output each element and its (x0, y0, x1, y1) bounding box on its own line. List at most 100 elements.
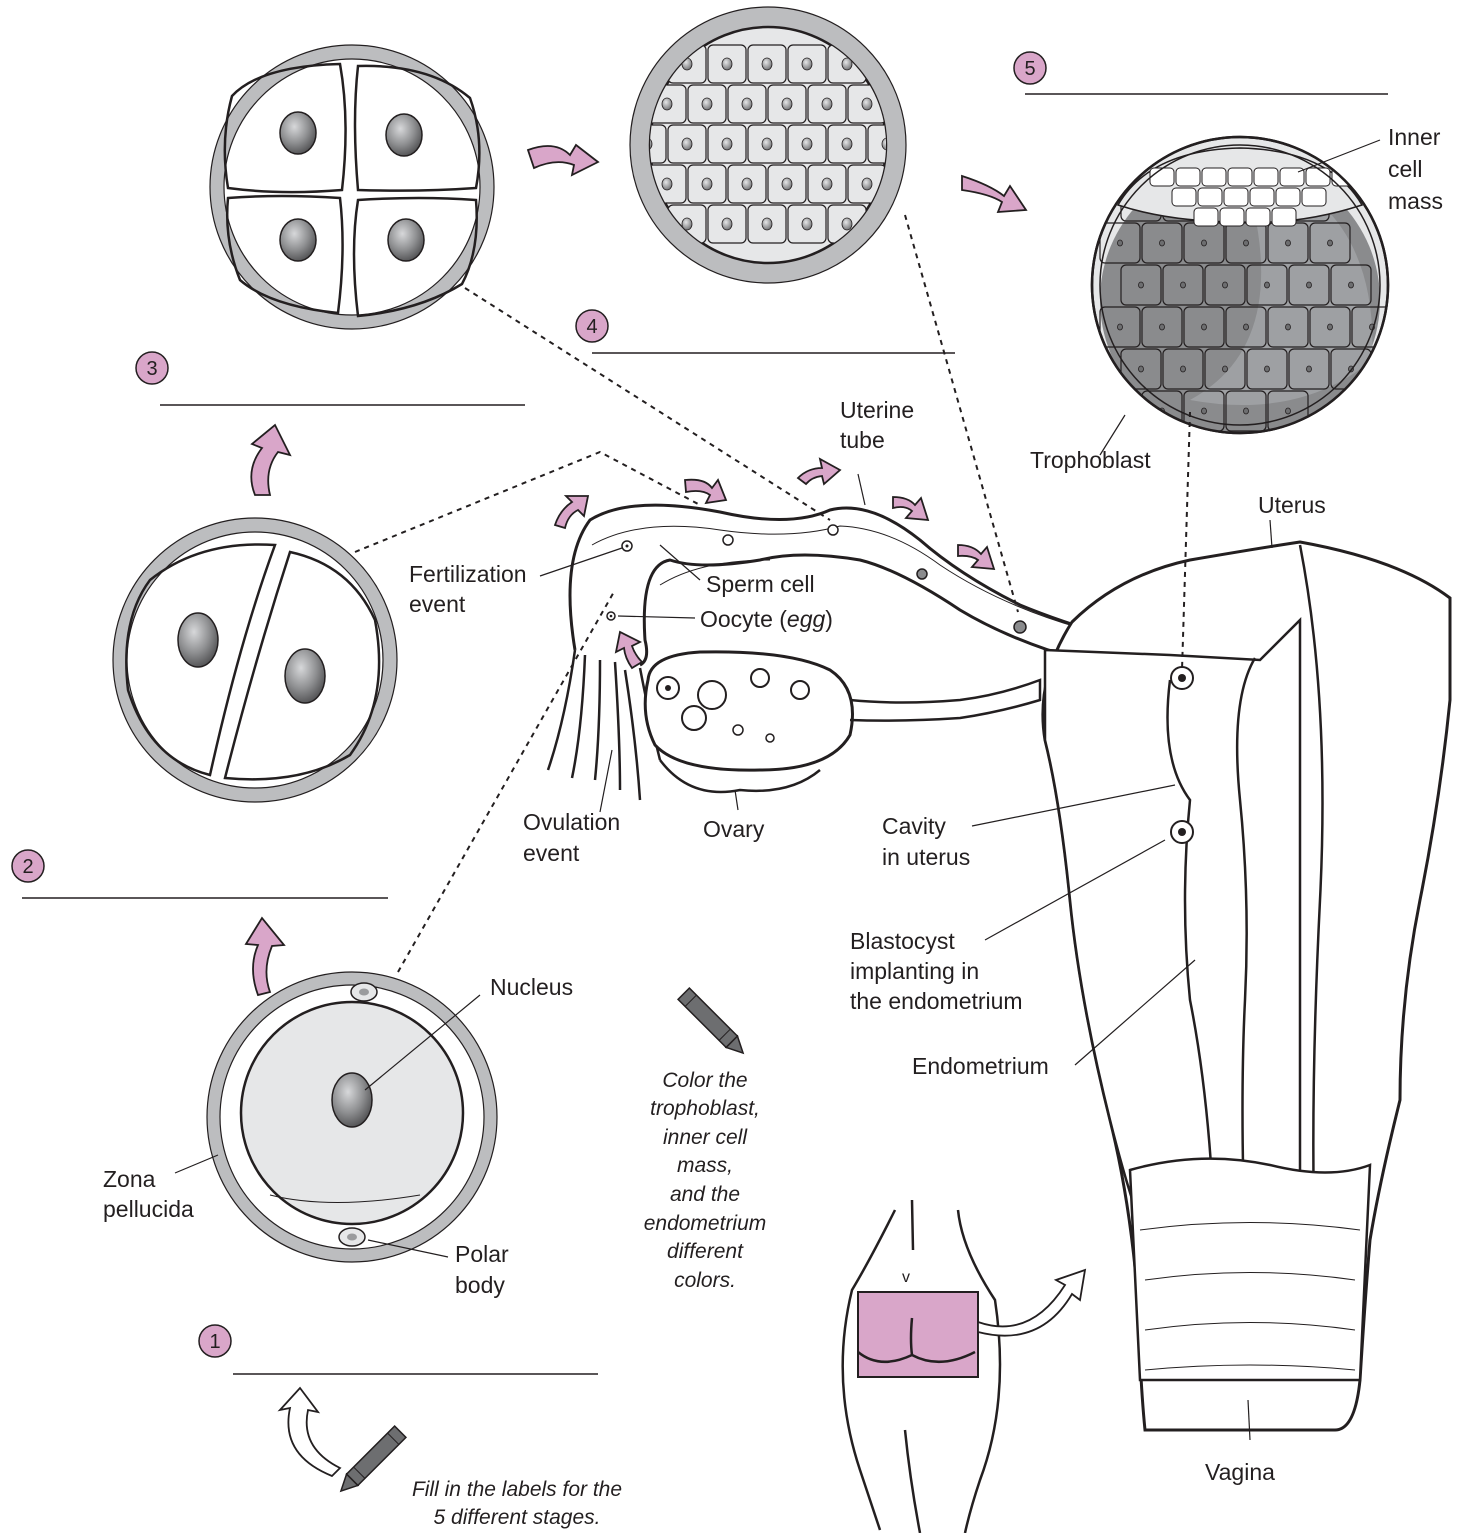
trophoblast-cell-nucleus (1223, 366, 1228, 372)
zygote (207, 972, 497, 1262)
uterus-label: Uterus (1258, 492, 1326, 518)
svg-text:Uterine: Uterine (840, 397, 914, 423)
inner-cell-mass-cell (1276, 188, 1300, 206)
cavity-label: Cavity in uterus (882, 813, 970, 870)
stage-1-marker: 1 (199, 1325, 598, 1374)
morula-cell-nucleus (802, 218, 812, 230)
body-silhouette: v (843, 1200, 1085, 1533)
inner-cell-mass-cell (1198, 188, 1222, 206)
trophoblast-cell-nucleus (1181, 366, 1186, 372)
svg-text:different: different (667, 1240, 744, 1263)
trophoblast-cell-nucleus (1160, 324, 1165, 330)
morula-cell-nucleus (722, 218, 732, 230)
trophoblast-cell-nucleus (1139, 366, 1144, 372)
pelvis-highlight (858, 1292, 978, 1377)
inner-cell-mass-cell (1150, 168, 1174, 186)
trophoblast-cell-nucleus (1202, 324, 1207, 330)
morula-cell-nucleus (662, 178, 672, 190)
morula-cell-nucleus (742, 178, 752, 190)
trophoblast-cell-nucleus (1328, 324, 1333, 330)
svg-text:cell: cell (1388, 156, 1423, 182)
svg-text:tube: tube (840, 427, 885, 453)
svg-text:body: body (455, 1272, 505, 1298)
nucleus-label: Nucleus (490, 974, 573, 1000)
svg-text:Color the: Color the (662, 1069, 747, 1092)
morula-cell-nucleus (702, 98, 712, 110)
four-cell-embryo (210, 45, 494, 329)
morula-cell-nucleus (722, 138, 732, 150)
svg-text:Blastocyst: Blastocyst (850, 928, 955, 954)
blastocyst-implanting-label: Blastocyst implanting in the endometrium (850, 928, 1023, 1014)
svg-text:and the: and the (670, 1183, 740, 1206)
curved-arrow-icon (962, 176, 1026, 212)
morula-cell-nucleus (862, 178, 872, 190)
inner-cell-mass-cell (1254, 168, 1278, 186)
blastocyst (1092, 137, 1392, 440)
inner-cell-mass-cell (1228, 168, 1252, 186)
inner-cell-mass-cell (1302, 188, 1326, 206)
svg-text:v: v (902, 1269, 910, 1286)
svg-text:Polar: Polar (455, 1241, 509, 1267)
morula-cell-nucleus (802, 138, 812, 150)
svg-text:event: event (409, 591, 466, 617)
ovary (645, 652, 1040, 792)
svg-text:in uterus: in uterus (882, 844, 970, 870)
trophoblast-cell-nucleus (1307, 282, 1312, 288)
trophoblast-cell-nucleus (1118, 324, 1123, 330)
fimbriae (548, 650, 660, 800)
morula-cell-nucleus (722, 58, 732, 70)
curved-arrow-icon (978, 1270, 1085, 1336)
inner-cell-mass-cell (1194, 208, 1218, 226)
trophoblast-cell-nucleus (1223, 282, 1228, 288)
inner-cell-mass-cell (1306, 168, 1330, 186)
svg-text:the endometrium: the endometrium (850, 988, 1023, 1014)
trophoblast-cell-nucleus (1286, 324, 1291, 330)
fill-in-instructions: Fill in the labels for the 5 different s… (412, 1478, 622, 1529)
svg-text:inner cell: inner cell (663, 1126, 748, 1149)
svg-text:endometrium: endometrium (644, 1212, 767, 1235)
stage-2-number: 2 (22, 856, 33, 878)
svg-text:mass,: mass, (677, 1154, 733, 1177)
stage-5-number: 5 (1024, 58, 1035, 80)
svg-text:colors.: colors. (674, 1269, 736, 1292)
svg-text:mass: mass (1388, 188, 1443, 214)
inner-cell-mass-label: Inner cell mass (1388, 124, 1443, 214)
curved-arrow-icon (528, 145, 598, 175)
trophoblast-cell-nucleus (1265, 366, 1270, 372)
trophoblast-cell-nucleus (1181, 282, 1186, 288)
trophoblast-cell-nucleus (1349, 282, 1354, 288)
stage-5-marker: 5 (1014, 52, 1388, 94)
stage-1-number: 1 (209, 1331, 220, 1353)
svg-text:Zona: Zona (103, 1166, 156, 1192)
svg-text:pellucida: pellucida (103, 1196, 194, 1222)
inner-cell-mass-cell (1250, 188, 1274, 206)
crayon-icon (678, 988, 749, 1059)
morula-cell-nucleus (742, 98, 752, 110)
stage-2-marker: 2 (12, 850, 388, 898)
curved-arrow-icon (280, 1388, 340, 1476)
svg-text:Fertilization: Fertilization (409, 561, 527, 587)
morula-cell-nucleus (762, 138, 772, 150)
inner-cell-mass-cell (1224, 188, 1248, 206)
morula-cell-nucleus (822, 178, 832, 190)
morula-cell-nucleus (842, 218, 852, 230)
trophoblast-cell-nucleus (1202, 240, 1207, 246)
oocyte-label: Oocyte (egg) (700, 606, 833, 632)
inner-cell-mass-cell (1202, 168, 1226, 186)
morula-cell-nucleus (802, 58, 812, 70)
svg-text:Inner: Inner (1388, 124, 1441, 150)
morula-cell-nucleus (842, 138, 852, 150)
trophoblast-label: Trophoblast (1030, 447, 1151, 473)
svg-text:5 different stages.: 5 different stages. (434, 1506, 601, 1529)
svg-text:Ovulation: Ovulation (523, 809, 620, 835)
curved-arrow-icon (251, 425, 290, 495)
two-cell-embryo (113, 518, 397, 802)
vagina-label: Vagina (1205, 1459, 1275, 1485)
trophoblast-cell-nucleus (1286, 408, 1291, 414)
crayon-icon (335, 1426, 406, 1497)
inner-cell-mass-cell (1272, 208, 1296, 226)
trophoblast-cell-nucleus (1286, 240, 1291, 246)
color-instructions: Color the trophoblast, inner cell mass, … (644, 1069, 767, 1292)
trophoblast-cell-nucleus (1139, 282, 1144, 288)
sperm-cell-label: Sperm cell (706, 571, 815, 597)
